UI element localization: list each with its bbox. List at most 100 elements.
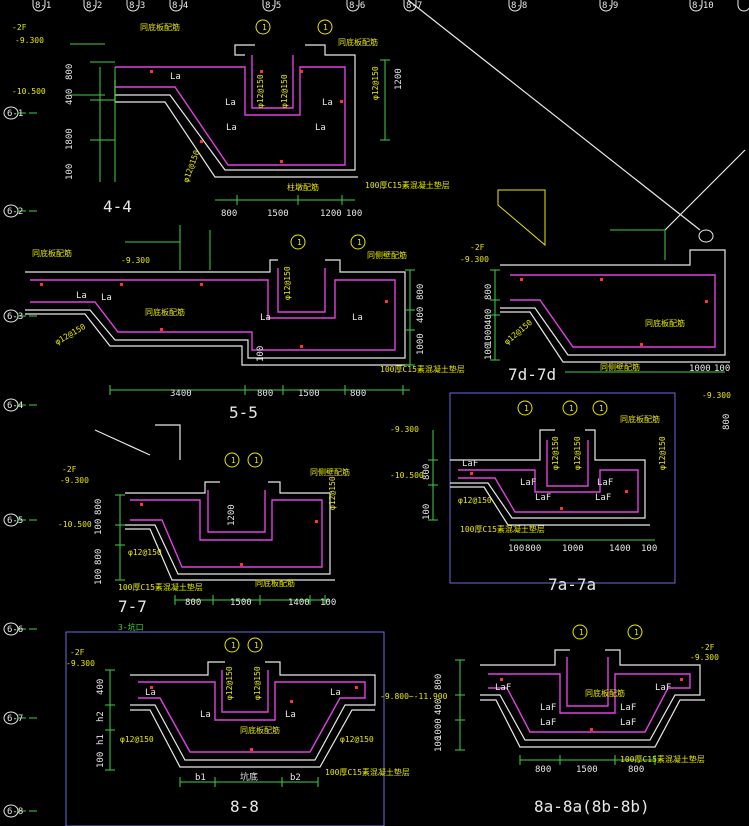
s88-dim-l1: 400 bbox=[96, 679, 106, 695]
s7a-dim-3: 1000 bbox=[562, 544, 584, 554]
s77-dim-4: 100 bbox=[320, 598, 336, 608]
s8a-elev: -9.300 bbox=[690, 653, 719, 662]
s44-rebar-a: φ12@150 bbox=[256, 74, 265, 108]
s7a-side-dim: 800 bbox=[722, 414, 732, 430]
s8a-laf-4: LaF bbox=[620, 703, 636, 713]
section-7-7 bbox=[94, 424, 335, 605]
section-4-4 bbox=[70, 19, 390, 205]
s44-level: -2F bbox=[12, 23, 27, 32]
s7d-dim-2: 100 bbox=[714, 364, 730, 374]
s8a-dim-l2: 400 bbox=[434, 699, 444, 715]
s55-dim-1: 3400 bbox=[170, 389, 192, 399]
axis-label-left: 6-3 bbox=[7, 312, 23, 322]
s55-dim-r1: 800 bbox=[416, 284, 426, 300]
s88-la-2: La bbox=[200, 710, 211, 720]
s77-dim-2: 1500 bbox=[230, 598, 252, 608]
s8a-note2: 同底板配筋 bbox=[585, 688, 625, 698]
s44-rebar-d: φ12@150 bbox=[181, 149, 201, 184]
s44-rebar-c: φ12@150 bbox=[371, 66, 380, 100]
s44-circle-2: 1 bbox=[323, 23, 328, 32]
s7a-laf-3: LaF bbox=[535, 493, 551, 503]
axis-label-top: 8-9 bbox=[602, 1, 618, 11]
axis-label-top: 8-3 bbox=[129, 1, 145, 11]
s7a-dim-l1: 800 bbox=[422, 464, 432, 480]
s44-dim-left-3: 1800 bbox=[65, 128, 75, 150]
s55-dim-3: 1500 bbox=[298, 389, 320, 399]
section-7d-title: 7d-7d bbox=[508, 365, 556, 384]
s88-circle-1: 1 bbox=[231, 641, 236, 650]
s7a-circle-1: 1 bbox=[524, 404, 529, 413]
s7a-side-elev: -9.300 bbox=[702, 391, 731, 400]
s44-circle-1: 1 bbox=[262, 23, 267, 32]
s44-dim-1: 800 bbox=[221, 209, 237, 219]
s7a-rebar-4: φ12@150 bbox=[658, 436, 667, 470]
s7a-rebar-1: φ12@150 bbox=[551, 436, 560, 470]
axis-label-top: 8-7 bbox=[406, 1, 422, 11]
s8a-laf-1: LaF bbox=[495, 683, 511, 693]
s77-note: 100厚C15素混凝土垫层 bbox=[118, 582, 203, 592]
s77-dim-mid: 1200 bbox=[227, 504, 237, 526]
s44-dim-2: 1500 bbox=[267, 209, 289, 219]
s55-circle-1: 1 bbox=[297, 238, 302, 247]
section-5-5-title: 5-5 bbox=[229, 403, 258, 422]
s7a-dim-5: 100 bbox=[641, 544, 657, 554]
s77-level: -2F bbox=[62, 465, 77, 474]
s55-dim-r2: 400 bbox=[416, 307, 426, 323]
s88-la-3: La bbox=[285, 710, 296, 720]
s77-circle-2: 1 bbox=[254, 456, 259, 465]
s8a-note: 100厚C15素混凝土垫层 bbox=[620, 754, 705, 764]
s55-dim-4: 800 bbox=[350, 389, 366, 399]
s44-la-3: La bbox=[322, 98, 333, 108]
s88-note: 100厚C15素混凝土垫层 bbox=[325, 767, 410, 777]
s77-note3: 同侧壁配筋 bbox=[310, 467, 350, 477]
s7a-frame bbox=[449, 392, 676, 584]
s7a-circle-3: 1 bbox=[599, 404, 604, 413]
axis-label-top: 8-2 bbox=[86, 1, 102, 11]
s7a-dim-2: 800 bbox=[525, 544, 541, 554]
s55-la-1: La bbox=[76, 291, 87, 301]
s88-dim-1: b1 bbox=[195, 773, 206, 783]
s7a-laf-1: LaF bbox=[462, 459, 478, 469]
s55-note-bottom: 100厚C15素混凝土垫层 bbox=[380, 364, 465, 374]
s7d-dim-l3: 1000 bbox=[484, 324, 494, 346]
s44-la-4: La bbox=[226, 123, 237, 133]
s88-rebar-2: φ12@150 bbox=[253, 666, 262, 700]
s7a-dim-l2: 100 bbox=[422, 504, 432, 520]
s44-dim-left-4: 100 bbox=[65, 164, 75, 180]
s44-note-mid: 柱墩配筋 bbox=[287, 182, 319, 192]
s7d-elev: -9.300 bbox=[460, 255, 489, 264]
section-5-5 bbox=[25, 225, 415, 395]
axis-label-left: 6-4 bbox=[7, 401, 23, 411]
s7a-elev2: -10.500 bbox=[390, 471, 424, 480]
s7d-dim-l4: 100 bbox=[484, 344, 494, 360]
s7a-circle-2: 1 bbox=[569, 404, 574, 413]
s77-dim-l4: 100 bbox=[94, 569, 104, 585]
s8a-dim-3: 800 bbox=[628, 765, 644, 775]
s7d-note2: 同侧壁配筋 bbox=[600, 362, 640, 372]
s44-note-bottom: 100厚C15素混凝土垫层 bbox=[365, 180, 450, 190]
section-8a-title: 8a-8a(8b-8b) bbox=[534, 797, 650, 816]
s8a-dim-l1: 800 bbox=[434, 674, 444, 690]
s55-la-2: La bbox=[101, 293, 112, 303]
axis-label-left: 6-8 bbox=[7, 807, 23, 817]
s8a-dim-1: 800 bbox=[535, 765, 551, 775]
s44-rebar-b: φ12@150 bbox=[280, 74, 289, 108]
axis-label-left: 6-5 bbox=[7, 516, 23, 526]
s7d-dim-l2: 400 bbox=[484, 309, 494, 325]
s44-la-5: La bbox=[315, 123, 326, 133]
s7a-elev: -9.300 bbox=[390, 425, 419, 434]
s55-elev: -9.300 bbox=[121, 256, 150, 265]
s88-note2: 同底板配筋 bbox=[240, 725, 280, 735]
s7d-rebar: φ12@150 bbox=[503, 318, 535, 347]
s7a-dim-1: 100 bbox=[508, 544, 524, 554]
s88-frame bbox=[65, 631, 385, 826]
s44-elev-mid: -10.500 bbox=[12, 87, 46, 96]
s77-elev2: -10.500 bbox=[58, 520, 92, 529]
s77-dim-l3: 800 bbox=[94, 549, 104, 565]
s88-dim-l3: h1 bbox=[96, 734, 106, 745]
s8a-dim-2: 1500 bbox=[576, 765, 598, 775]
s8a-level: -2F bbox=[700, 643, 715, 652]
s77-note2: 同底板配筋 bbox=[255, 578, 295, 588]
s55-dim-l1: 100 bbox=[256, 346, 266, 362]
s88-rebar-3: φ12@150 bbox=[120, 735, 154, 744]
